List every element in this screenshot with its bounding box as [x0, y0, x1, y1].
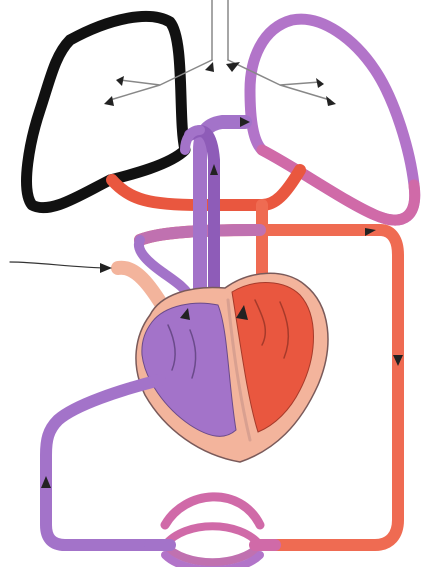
umbilical-line — [10, 262, 110, 268]
bronchi-left — [110, 60, 212, 100]
arrow-trachea-2 — [226, 62, 240, 72]
arrow-bronchi-left-2 — [116, 76, 124, 86]
capillary-middle-upper — [165, 526, 260, 545]
capillary-top — [165, 497, 260, 525]
pulmonary-vein-right — [262, 170, 300, 205]
arrow-bronchi-right-2 — [316, 78, 324, 88]
arrow-umbilical — [100, 263, 112, 273]
pulmonary-vein-left — [112, 180, 262, 205]
trachea — [212, 0, 228, 60]
right-heart-chambers — [142, 303, 236, 436]
inferior-vena-cava — [46, 380, 165, 545]
arrow-bronchi-right — [326, 96, 336, 106]
arrow-bronchi-left — [104, 96, 114, 106]
systemic-capillaries — [150, 497, 275, 567]
capillary-middle-lower — [165, 545, 260, 562]
left-lung — [27, 16, 185, 207]
bronchi-right — [228, 60, 330, 100]
heart — [136, 273, 328, 462]
